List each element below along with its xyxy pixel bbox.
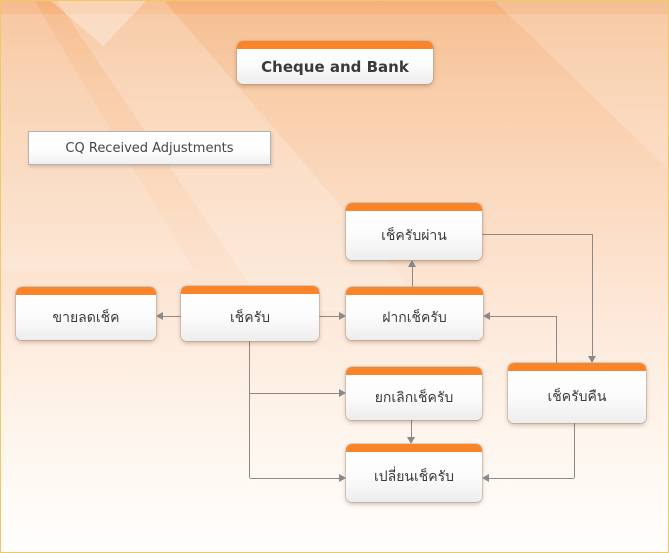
edge-returned-to-deposit-line [556, 316, 557, 363]
node-label: เช็ครับคืน [547, 389, 607, 405]
node-label: ยกเลิกเช็ครับ [374, 389, 454, 406]
node-cancel-cheque-received[interactable]: ยกเลิกเช็ครับ [346, 367, 482, 420]
edge-chequereceived-to-selldiscount-arrowhead [156, 312, 163, 320]
edge-returned-to-change-line [489, 478, 574, 479]
edge-chequereceived-to-change-line [250, 478, 339, 479]
node-sell-discounted-cheque[interactable]: ขายลดเช็ค [16, 287, 156, 340]
edge-returned-to-change-line [574, 423, 575, 478]
node-label: เช็ครับ [229, 309, 271, 326]
edge-chequepass-to-returned-line [592, 234, 593, 357]
node-accent-bar [346, 444, 482, 452]
title-label: Cheque and Bank [261, 57, 409, 76]
edge-cancel-to-change-arrowhead [407, 437, 415, 444]
node-change-cheque-received[interactable]: เปลี่ยนเช็ครับ [346, 444, 482, 502]
node-accent-bar [508, 363, 646, 371]
edge-chequereceived-to-cancel-arrowhead [339, 389, 346, 397]
edge-deposit-to-chequepass-arrowhead [408, 260, 416, 267]
edge-returned-to-change-arrowhead [482, 474, 489, 482]
node-label: เช็ครับผ่าน [381, 227, 447, 244]
node-label: เปลี่ยนเช็ครับ [373, 469, 455, 485]
node-cheque-received-returned[interactable]: เช็ครับคืน [508, 363, 646, 423]
node-accent-bar [181, 286, 319, 294]
edge-deposit-to-chequepass-line [412, 267, 413, 287]
node-cheque-and-bank-title[interactable]: Cheque and Bank [237, 41, 433, 84]
background-swirl [494, 1, 668, 171]
edge-chequepass-to-returned-arrowhead [588, 356, 596, 363]
node-accent-bar [346, 367, 482, 375]
edge-chequereceived-to-change-arrowhead [339, 474, 346, 482]
subtitle-label: CQ Received Adjustments [65, 140, 234, 156]
node-accent-bar [237, 41, 433, 49]
node-cq-received-adjustments[interactable]: CQ Received Adjustments [28, 131, 271, 165]
edge-chequereceived-to-deposit-arrowhead [339, 312, 346, 320]
node-cheque-received-pass[interactable]: เช็ครับผ่าน [346, 203, 482, 260]
edge-chequereceived-to-cancel-line [250, 393, 339, 394]
node-deposit-cheque-received[interactable]: ฝากเช็ครับ [346, 287, 483, 340]
edge-returned-to-deposit-line [490, 316, 556, 317]
node-label: ขายลดเช็ค [52, 309, 120, 326]
node-accent-bar [346, 287, 483, 295]
edge-cancel-to-change-line [411, 420, 412, 438]
node-label: ฝากเช็ครับ [382, 309, 447, 326]
node-accent-bar [16, 287, 156, 295]
node-cheque-received[interactable]: เช็ครับ [181, 286, 319, 341]
edge-chequereceived-trunk-line [249, 341, 250, 478]
edge-chequereceived-to-deposit-line [319, 316, 340, 317]
background-top-band [1, 1, 668, 14]
edge-chequereceived-to-selldiscount-line [163, 316, 181, 317]
background-swirl [51, 1, 146, 46]
edge-chequepass-to-returned-line [482, 234, 592, 235]
edge-returned-to-deposit-arrowhead [483, 312, 490, 320]
node-accent-bar [346, 203, 482, 211]
